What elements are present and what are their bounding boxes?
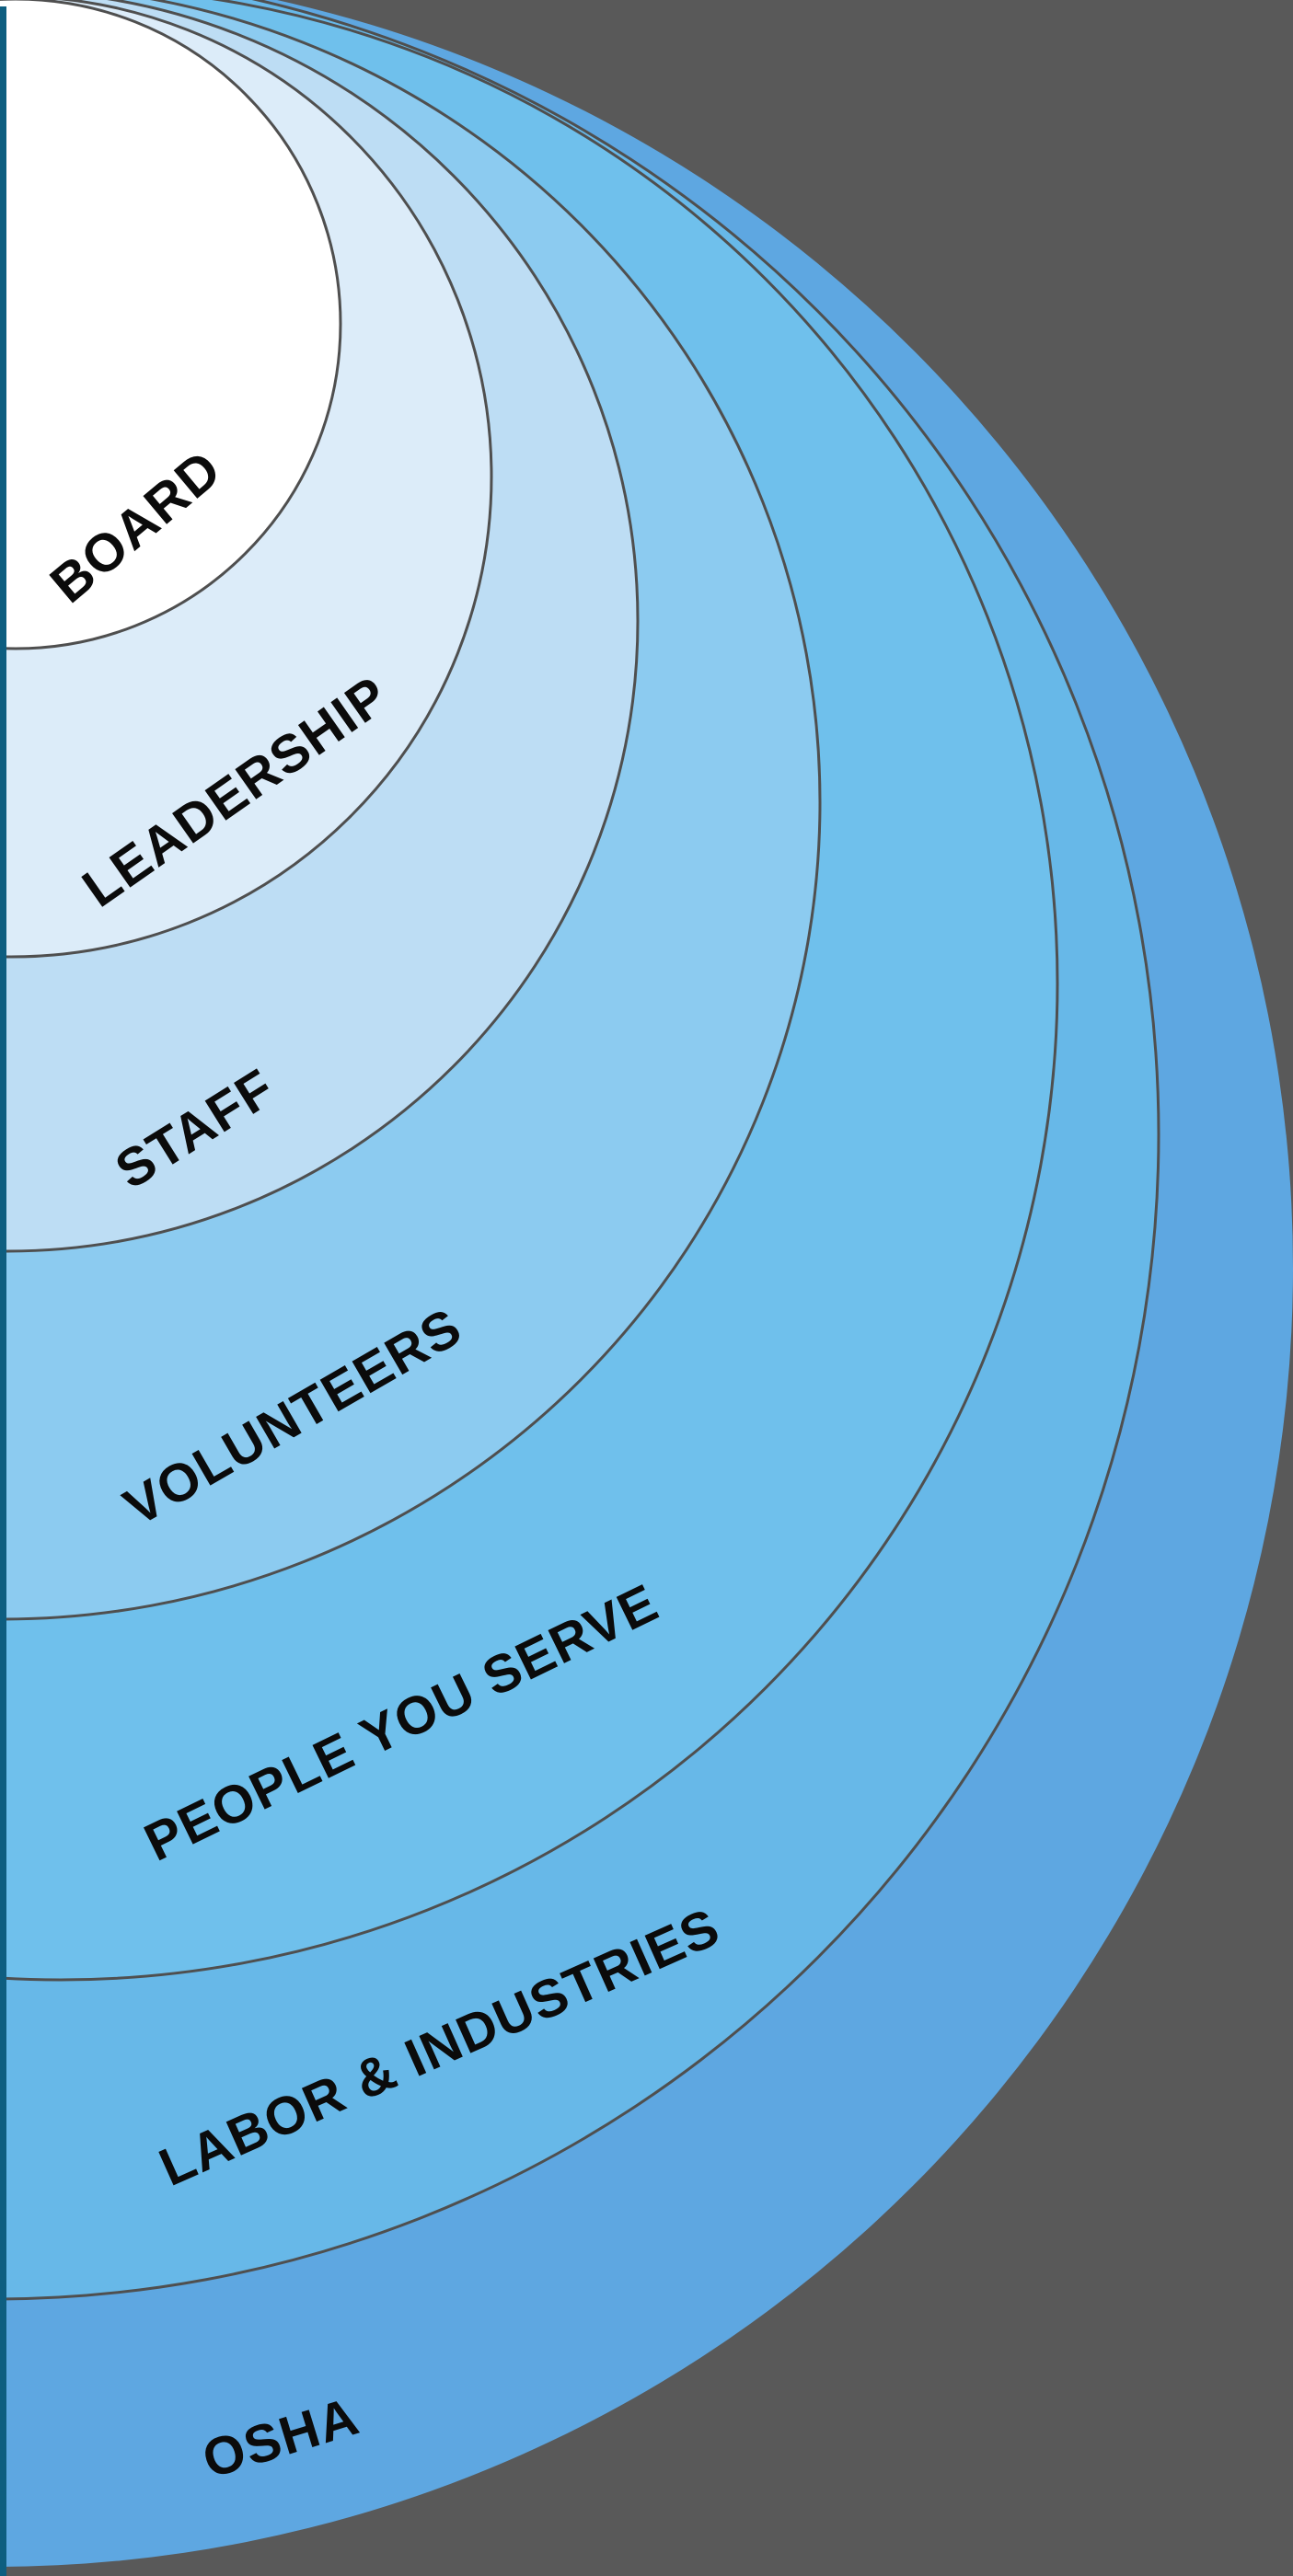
left-accent-bar	[0, 6, 6, 2576]
ring-board	[0, 0, 342, 650]
